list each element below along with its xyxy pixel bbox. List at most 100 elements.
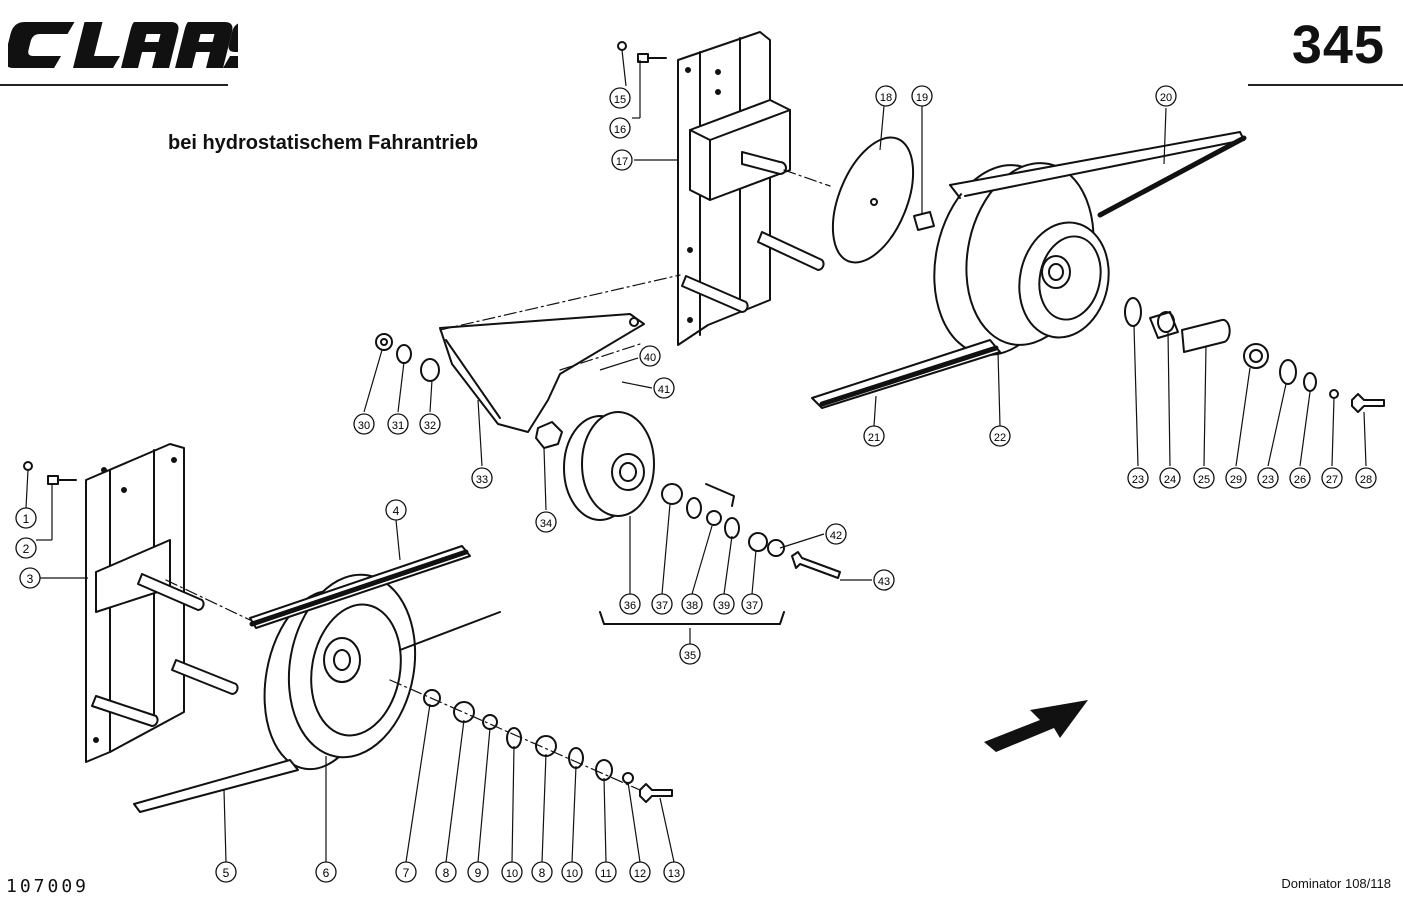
callout-26: 26 — [1289, 467, 1311, 489]
svg-text:15: 15 — [614, 94, 626, 106]
callout-5: 5 — [215, 861, 237, 883]
svg-text:31: 31 — [392, 420, 404, 432]
svg-text:39: 39 — [718, 600, 730, 612]
direction-arrow — [984, 700, 1088, 752]
svg-text:34: 34 — [540, 518, 552, 530]
svg-text:13: 13 — [668, 868, 680, 880]
svg-text:43: 43 — [878, 576, 890, 588]
callout-37: 37 — [651, 593, 673, 615]
svg-text:23: 23 — [1262, 474, 1274, 486]
callout-42: 42 — [825, 523, 847, 545]
svg-text:22: 22 — [994, 432, 1006, 444]
callout-20: 20 — [1155, 85, 1177, 107]
svg-text:33: 33 — [476, 474, 488, 486]
svg-text:32: 32 — [424, 420, 436, 432]
callout-27: 27 — [1321, 467, 1343, 489]
callout-15: 15 — [609, 87, 631, 109]
callout-39: 39 — [713, 593, 735, 615]
svg-text:29: 29 — [1230, 474, 1242, 486]
callout-19: 19 — [911, 85, 933, 107]
callout-8: 8 — [435, 861, 457, 883]
callout-2: 2 — [15, 537, 37, 559]
svg-text:40: 40 — [644, 352, 656, 364]
tension-arm — [439, 313, 645, 433]
callout-40: 40 — [639, 345, 661, 367]
svg-text:28: 28 — [1360, 474, 1372, 486]
drive-pulley — [263, 573, 417, 771]
svg-text:42: 42 — [830, 530, 842, 542]
callout-28: 28 — [1355, 467, 1377, 489]
header-rule-right — [1248, 84, 1403, 86]
svg-text:12: 12 — [634, 868, 646, 880]
callout-10: 10 — [501, 861, 523, 883]
svg-text:38: 38 — [686, 600, 698, 612]
svg-text:8: 8 — [539, 866, 546, 880]
svg-text:5: 5 — [223, 866, 230, 880]
svg-text:19: 19 — [916, 92, 928, 104]
svg-text:21: 21 — [868, 432, 880, 444]
callout-21: 21 — [863, 425, 885, 447]
callout-37b: 37 — [741, 593, 763, 615]
callout-18: 18 — [875, 85, 897, 107]
callout-13: 13 — [663, 861, 685, 883]
svg-text:2: 2 — [23, 542, 30, 556]
callout-9: 9 — [467, 861, 489, 883]
callout-7: 7 — [395, 861, 417, 883]
svg-text:3: 3 — [27, 572, 34, 586]
callout-38: 38 — [681, 593, 703, 615]
svg-text:8: 8 — [443, 866, 450, 880]
model-label: Dominator 108/118 — [1281, 876, 1391, 891]
callout-33: 33 — [471, 467, 493, 489]
svg-text:16: 16 — [614, 124, 626, 136]
callout-29: 29 — [1225, 467, 1247, 489]
svg-text:11: 11 — [600, 868, 611, 880]
callout-8b: 8 — [531, 861, 553, 883]
svg-text:1: 1 — [23, 512, 30, 526]
callout-35: 35 — [679, 643, 701, 665]
callout-10b: 10 — [561, 861, 583, 883]
svg-text:20: 20 — [1160, 92, 1172, 104]
callout-30: 30 — [353, 413, 375, 435]
callout-43: 43 — [873, 569, 895, 591]
callout-24: 24 — [1159, 467, 1181, 489]
svg-text:23: 23 — [1132, 474, 1144, 486]
svg-text:10: 10 — [506, 868, 518, 880]
callout-3: 3 — [19, 567, 41, 589]
callout-41: 41 — [653, 377, 675, 399]
callout-25: 25 — [1193, 467, 1215, 489]
callout-11: 11 — [595, 861, 617, 883]
callout-22: 22 — [989, 425, 1011, 447]
svg-text:37: 37 — [656, 600, 668, 612]
callout-12: 12 — [629, 861, 651, 883]
large-pulley — [933, 162, 1110, 356]
callout-32: 32 — [419, 413, 441, 435]
svg-text:4: 4 — [393, 504, 400, 518]
svg-text:27: 27 — [1326, 474, 1338, 486]
svg-text:18: 18 — [880, 92, 892, 104]
document-number: 107009 — [6, 876, 90, 897]
lower-mounting-bracket — [85, 443, 239, 763]
page-number: 345 — [1291, 15, 1385, 75]
callout-leaders — [25, 49, 1367, 863]
svg-text:7: 7 — [403, 866, 410, 880]
svg-text:26: 26 — [1294, 474, 1306, 486]
svg-text:30: 30 — [358, 420, 370, 432]
svg-text:17: 17 — [616, 156, 628, 168]
callout-markers: 1 2 3 4 5 6 7 8 9 10 8 10 11 12 13 15 16… — [15, 85, 1377, 883]
svg-text:6: 6 — [323, 866, 330, 880]
svg-text:37: 37 — [746, 600, 758, 612]
callout-23: 23 — [1127, 467, 1149, 489]
section-subtitle: bei hydrostatischem Fahrantrieb — [168, 132, 479, 154]
callout-34: 34 — [535, 511, 557, 533]
svg-text:35: 35 — [684, 650, 696, 662]
callout-23b: 23 — [1257, 467, 1279, 489]
idler-pulley — [563, 411, 655, 521]
callout-16: 16 — [609, 117, 631, 139]
upper-mounting-bracket — [677, 31, 825, 346]
callout-36: 36 — [619, 593, 641, 615]
svg-text:41: 41 — [658, 384, 670, 396]
callout-31: 31 — [387, 413, 409, 435]
callout-6: 6 — [315, 861, 337, 883]
